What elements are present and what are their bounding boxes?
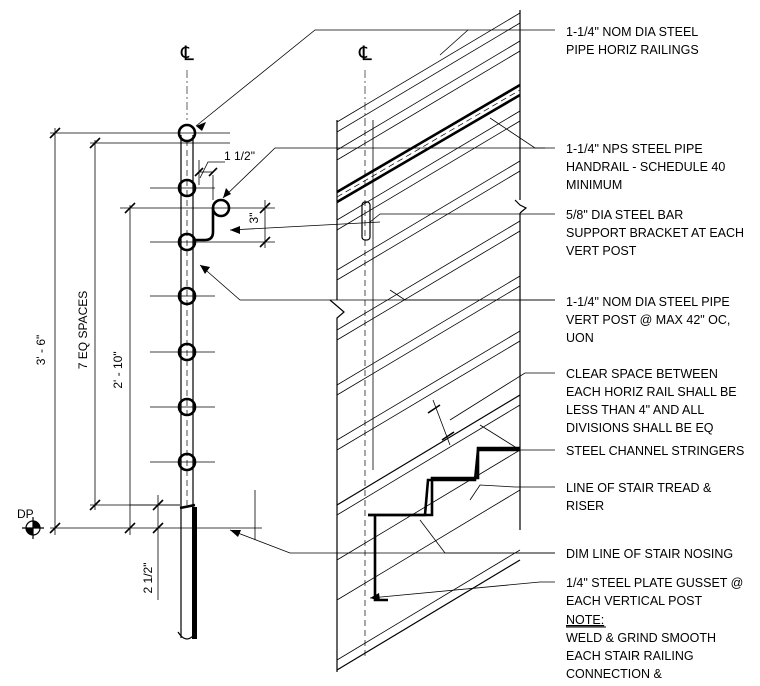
callout-clear-space: CLEAR SPACE BETWEEN EACH HORIZ RAIL SHAL… (566, 367, 740, 435)
callout-line: 1/4" STEEL PLATE GUSSET @ (566, 576, 743, 590)
note-body: WELD & GRIND SMOOTH EACH STAIR RAILING C… (566, 631, 720, 681)
callout-line: 1-1/4" NOM DIA STEEL (566, 25, 698, 39)
callout-line: MINIMUM (566, 178, 622, 192)
callout-line: UON (566, 331, 594, 345)
callout-line: 1-1/4" NPS STEEL PIPE (566, 142, 703, 156)
note-line: CONNECTION & (566, 667, 663, 681)
callout-gusset: 1/4" STEEL PLATE GUSSET @ EACH VERTICAL … (566, 576, 747, 608)
elevation-view: ℄ (329, 10, 528, 672)
callout-line: SUPPORT BRACKET AT EACH (566, 226, 744, 240)
note-line: EACH STAIR RAILING (566, 649, 694, 663)
datum-point-symbol (22, 517, 44, 539)
dim-eq-spaces: 7 EQ SPACES (76, 291, 90, 369)
handrail-elevation (336, 83, 521, 194)
callout-line: DIVISIONS SHALL BE EQ (566, 421, 714, 435)
callout-handrail: 1-1/4" NPS STEEL PIPE HANDRAIL - SCHEDUL… (566, 142, 729, 192)
note-title: NOTE: (566, 613, 604, 627)
callout-line: RISER (566, 499, 604, 513)
dim-bottom-offset: 2 1/2" (141, 563, 155, 594)
horizontal-rails-elevation (336, 12, 521, 451)
centerline-symbol-left: ℄ (180, 43, 194, 65)
callout-line: CLEAR SPACE BETWEEN (566, 367, 718, 381)
callout-stringers: STEEL CHANNEL STRINGERS (566, 444, 744, 458)
callout-line: 1-1/4" NOM DIA STEEL PIPE (566, 295, 730, 309)
dim-bracket-drop: 3" (247, 213, 261, 224)
callout-horiz-railings: 1-1/4" NOM DIA STEEL PIPE HORIZ RAILINGS (566, 25, 701, 57)
callout-line: DIM LINE OF STAIR NOSING (566, 547, 733, 561)
dim-upper-height: 2' - 10" (111, 351, 125, 388)
note-line: WELD & GRIND SMOOTH (566, 631, 716, 645)
callout-line: VERT POST @ MAX 42" OC, (566, 313, 730, 327)
centerline-symbol-right: ℄ (358, 43, 372, 65)
dim-overall-height: 3' - 6" (34, 335, 48, 366)
callout-line: LINE OF STAIR TREAD & (566, 481, 712, 495)
callout-support-bracket: 5/8" DIA STEEL BAR SUPPORT BRACKET AT EA… (566, 208, 748, 258)
callout-line: PIPE HORIZ RAILINGS (566, 43, 699, 57)
callout-line: EACH VERTICAL POST (566, 594, 703, 608)
callout-tread-riser: LINE OF STAIR TREAD & RISER (566, 481, 715, 513)
callout-vert-post: 1-1/4" NOM DIA STEEL PIPE VERT POST @ MA… (566, 295, 734, 345)
support-bracket (193, 208, 215, 242)
callout-line: STEEL CHANNEL STRINGERS (566, 444, 744, 458)
callout-line: HANDRAIL - SCHEDULE 40 (566, 160, 725, 174)
dim-bracket-offset: 1 1/2" (224, 149, 255, 163)
callout-line: EACH HORIZ RAIL SHALL BE (566, 385, 737, 399)
leader-lines (195, 29, 555, 599)
gusset-plate-section (192, 507, 197, 639)
callout-line: VERT POST (566, 244, 637, 258)
callout-line: 5/8" DIA STEEL BAR (566, 208, 683, 222)
leader-arrowheads (196, 122, 380, 601)
datum-label: DP (17, 507, 34, 521)
callout-texts: 1-1/4" NOM DIA STEEL PIPE HORIZ RAILINGS… (566, 25, 748, 681)
steel-channel-stringers (336, 394, 521, 671)
callout-line: LESS THAN 4" AND ALL (566, 403, 704, 417)
section-view: ℄ (17, 43, 275, 640)
callout-stair-nosing: DIM LINE OF STAIR NOSING (566, 547, 733, 561)
